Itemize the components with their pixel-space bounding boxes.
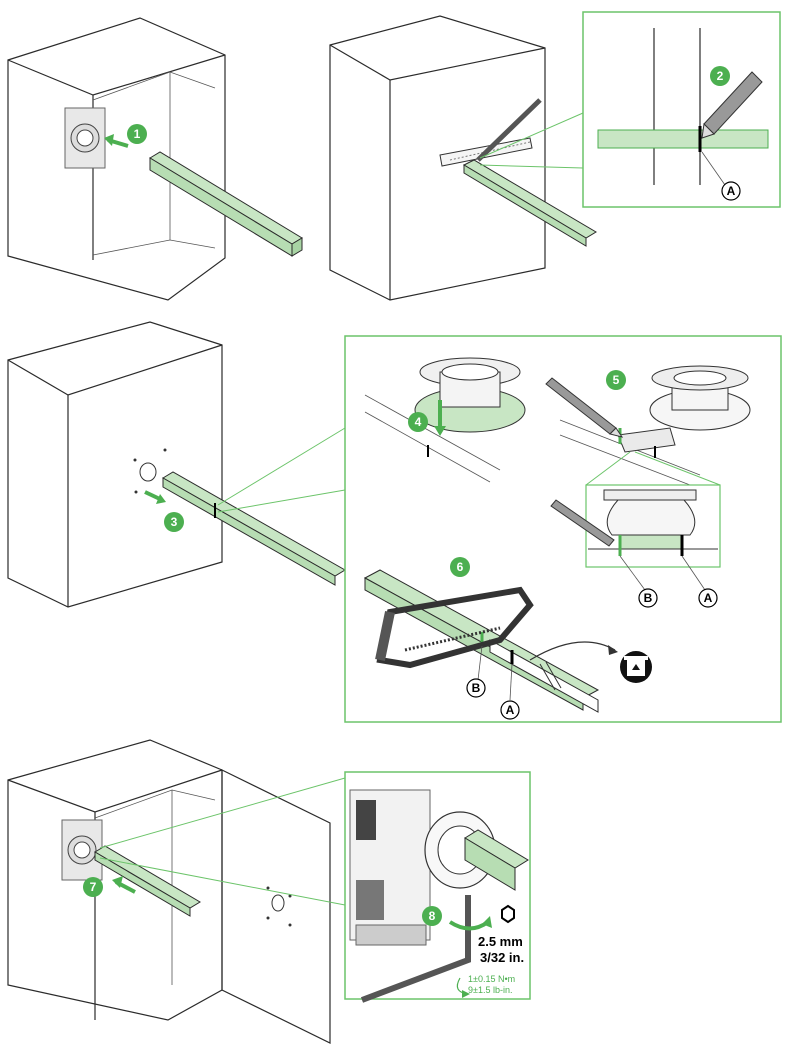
inset-detail-5 xyxy=(550,484,721,568)
step-badge-8: 8 xyxy=(422,906,442,926)
marker-a-1: A xyxy=(721,181,741,201)
adapter-step-4 xyxy=(364,357,526,483)
torque-metric: 1±0.15 N•m xyxy=(468,974,515,984)
svg-text:4: 4 xyxy=(415,415,422,429)
detail-panel-7 xyxy=(344,771,531,1000)
svg-text:B: B xyxy=(644,591,653,605)
shaft-step-3 xyxy=(162,471,346,586)
marker-a-2: A xyxy=(698,588,718,608)
discard-arrow xyxy=(529,641,618,661)
adapter-step-5 xyxy=(559,365,751,486)
svg-text:8: 8 xyxy=(429,909,436,923)
callout-lines-2 xyxy=(479,112,584,169)
callout-lines-3 xyxy=(217,427,346,513)
push-arrow-step-4 xyxy=(434,400,446,436)
open-door xyxy=(221,769,331,1044)
svg-text:A: A xyxy=(506,703,515,717)
pencil-step-5 xyxy=(545,377,624,438)
insert-arrow-step-7 xyxy=(112,876,136,894)
step-badge-7: 7 xyxy=(83,877,103,897)
callout-lines-5 xyxy=(585,451,721,486)
enclosure-step-3 xyxy=(7,321,223,608)
hex-key-icon xyxy=(360,895,471,1003)
step-badge-2: 2 xyxy=(710,66,730,86)
hacksaw-icon xyxy=(375,586,534,669)
svg-text:5: 5 xyxy=(613,373,620,387)
svg-text:7: 7 xyxy=(90,880,97,894)
svg-text:1: 1 xyxy=(134,127,141,141)
marker-b-2: B xyxy=(466,678,486,698)
rotate-arrow-step-8 xyxy=(448,916,492,931)
marker-b-1: B xyxy=(638,588,658,608)
svg-text:3: 3 xyxy=(171,515,178,529)
step-badge-1: 1 xyxy=(127,124,147,144)
hex-key-size-metric: 2.5 mm xyxy=(478,934,523,949)
insert-arrow-step-1 xyxy=(104,134,129,148)
hex-socket-icon xyxy=(501,904,515,924)
hex-key-size-imperial: 3/32 in. xyxy=(480,950,524,965)
pencil-icon xyxy=(701,71,763,139)
callout-lines-7 xyxy=(99,777,346,906)
svg-text:2: 2 xyxy=(717,69,724,83)
pencil-step-2 xyxy=(476,98,542,162)
marker-a-3: A xyxy=(500,700,520,720)
shaft-step-6 xyxy=(363,569,600,713)
svg-text:B: B xyxy=(472,681,481,695)
enclosure-step-1 xyxy=(7,17,226,301)
torque-indicator: 1±0.15 N•m 9±1.5 lb-in. xyxy=(456,974,515,998)
svg-text:A: A xyxy=(727,184,736,198)
torque-imperial: 9±1.5 lb-in. xyxy=(468,985,512,995)
enclosure-step-2 xyxy=(329,15,546,301)
svg-text:6: 6 xyxy=(457,560,464,574)
recycle-bin-icon xyxy=(620,651,652,683)
detail-panel-3: 4 5 xyxy=(344,335,782,723)
shaft-step-2 xyxy=(462,159,597,247)
step-badge-5: 5 xyxy=(606,370,626,390)
shaft-step-7 xyxy=(94,845,201,917)
step-badge-3: 3 xyxy=(164,512,184,532)
step-badge-4: 4 xyxy=(408,412,428,432)
shaft-step-1 xyxy=(149,151,303,257)
detail-panel-2 xyxy=(582,11,781,208)
withdraw-arrow-step-3 xyxy=(144,490,166,504)
svg-text:A: A xyxy=(704,591,713,605)
step-badge-6: 6 xyxy=(450,557,470,577)
